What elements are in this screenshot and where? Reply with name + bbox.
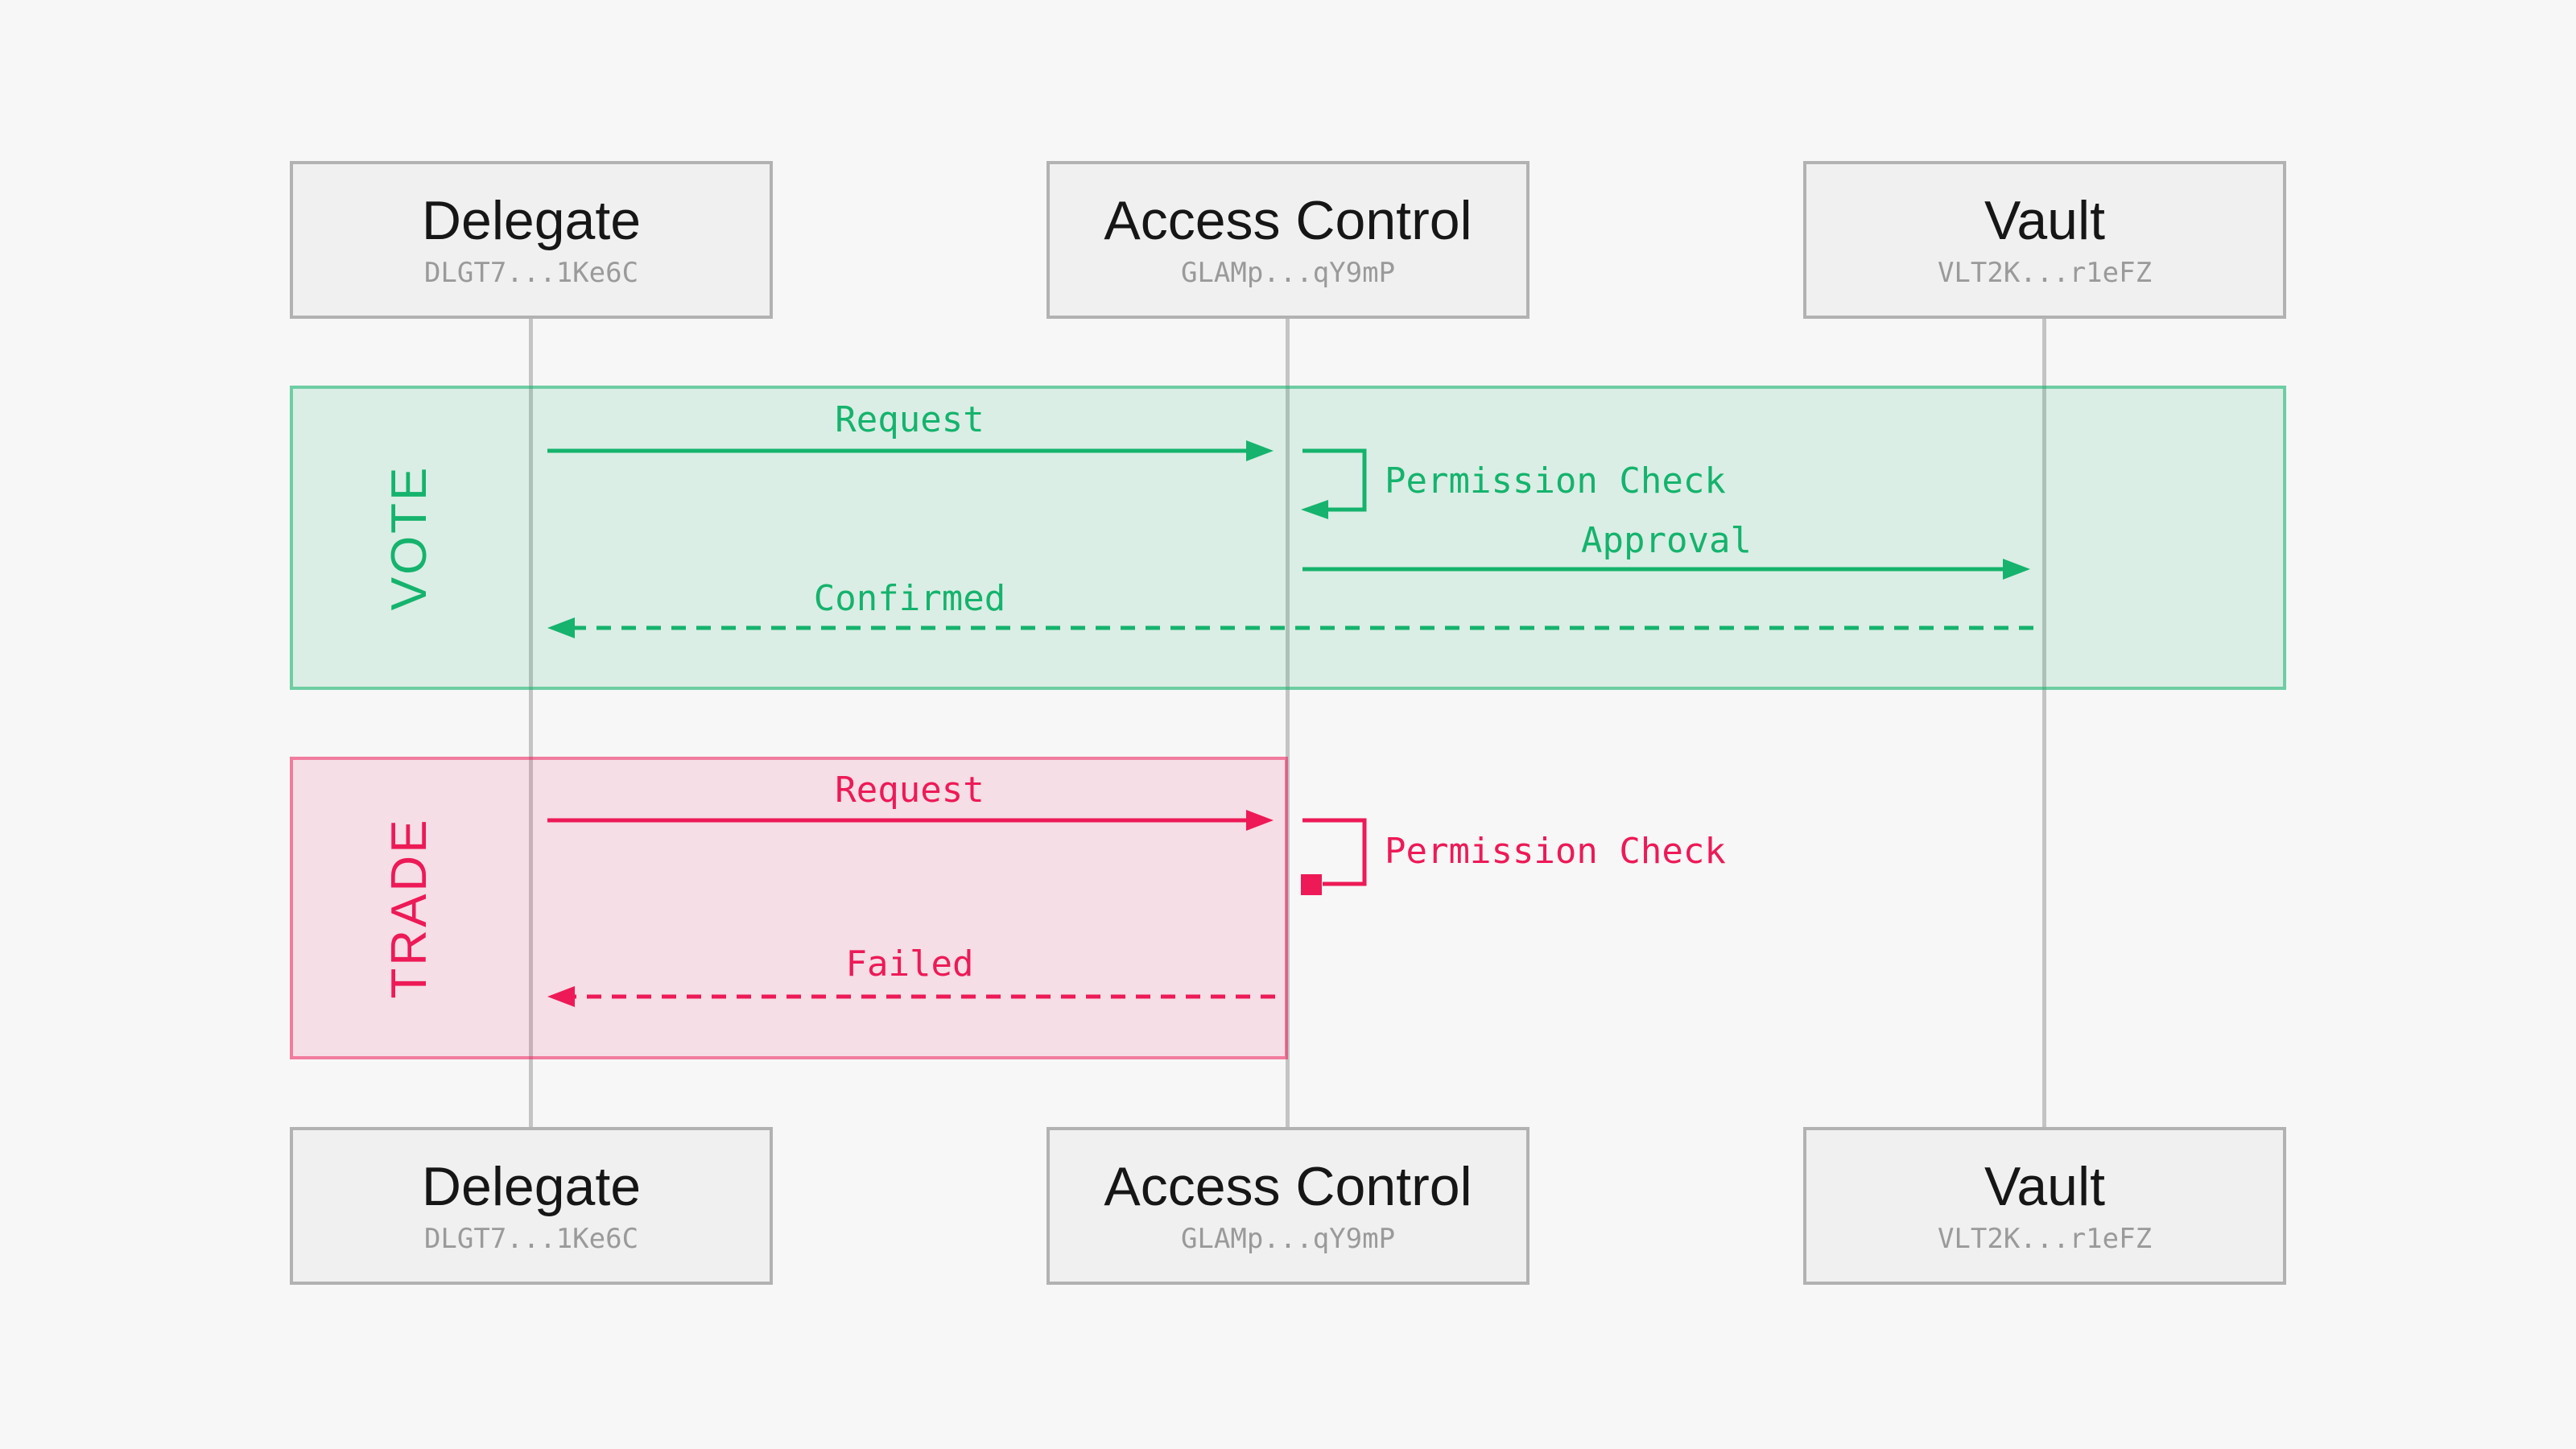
actor-title: Delegate <box>421 190 642 251</box>
actor-box-delegate-top: Delegate DLGT7...1Ke6C <box>290 161 773 319</box>
actor-box-access-control-top: Access Control GLAMp...qY9mP <box>1046 161 1530 319</box>
vote-request-label: Request <box>835 399 985 440</box>
actor-address: DLGT7...1Ke6C <box>423 1223 639 1255</box>
actor-address: GLAMp...qY9mP <box>1180 1223 1396 1255</box>
actor-title: Vault <box>1984 1156 2105 1217</box>
lifeline-delegate <box>529 319 533 1127</box>
trade-section-band <box>290 757 1288 1059</box>
lifeline-vault <box>2042 319 2046 1127</box>
trade-permission-check-loop <box>1301 818 1367 895</box>
lifeline-access-control <box>1286 319 1290 1127</box>
actor-address: DLGT7...1Ke6C <box>423 257 639 289</box>
actor-title: Access Control <box>1104 1156 1472 1217</box>
vote-permission-check-label: Permission Check <box>1385 460 1726 502</box>
trade-permission-check-label: Permission Check <box>1385 831 1726 872</box>
actor-address: GLAMp...qY9mP <box>1180 257 1396 289</box>
actor-address: VLT2K...r1eFZ <box>1937 257 2153 289</box>
actor-title: Delegate <box>421 1156 642 1217</box>
loop-line <box>1302 818 1367 886</box>
actor-box-access-control-bottom: Access Control GLAMp...qY9mP <box>1046 1127 1530 1285</box>
actor-address: VLT2K...r1eFZ <box>1937 1223 2153 1255</box>
actor-title: Access Control <box>1104 190 1472 251</box>
trade-request-label: Request <box>835 770 985 811</box>
actor-box-delegate-bottom: Delegate DLGT7...1Ke6C <box>290 1127 773 1285</box>
vote-confirmed-label: Confirmed <box>813 578 1006 619</box>
blocked-square-terminator <box>1301 874 1322 895</box>
vote-approval-label: Approval <box>1581 520 1752 561</box>
trade-failed-label: Failed <box>845 943 974 985</box>
vote-section-band <box>290 386 2286 690</box>
vote-section-label: VOTE <box>382 464 437 611</box>
actor-box-vault-bottom: Vault VLT2K...r1eFZ <box>1803 1127 2286 1285</box>
actor-title: Vault <box>1984 190 2105 251</box>
trade-section-label: TRADE <box>382 817 437 999</box>
actor-box-vault-top: Vault VLT2K...r1eFZ <box>1803 161 2286 319</box>
